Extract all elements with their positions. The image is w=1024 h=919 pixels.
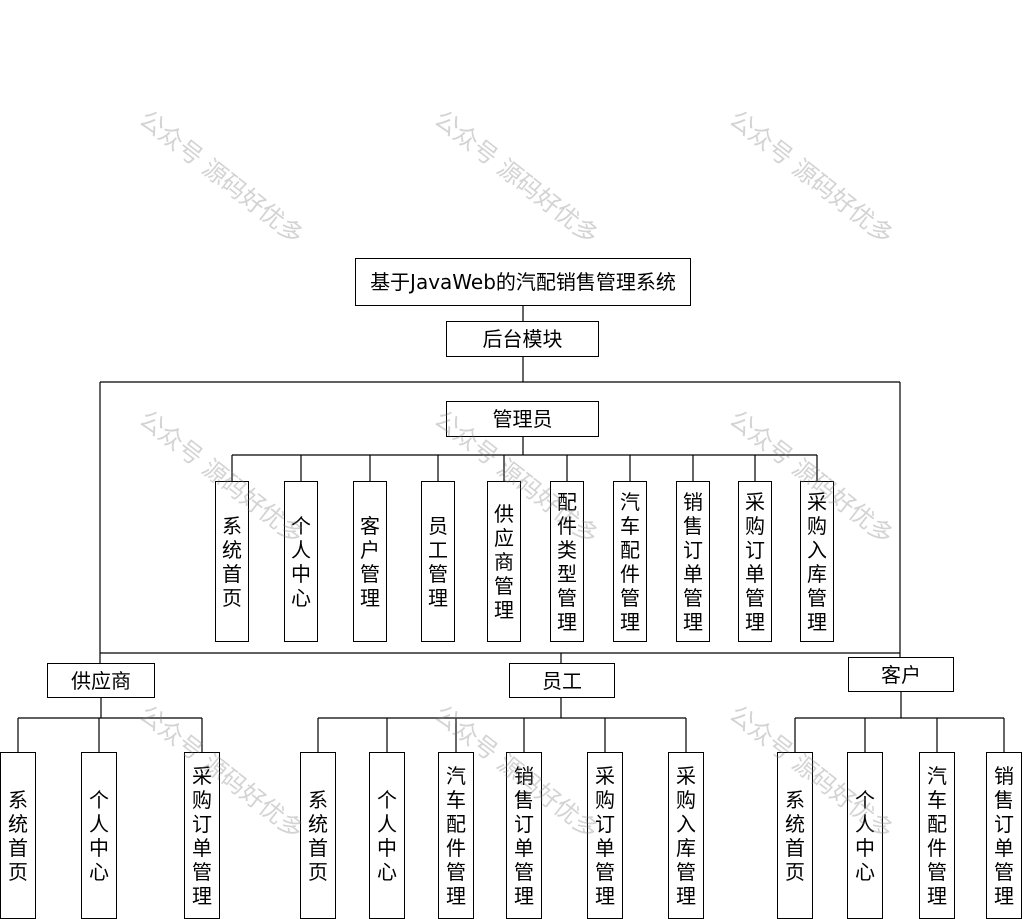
admin-item-1: 系统首页	[215, 481, 249, 642]
supplier-item-3: 采购订单管理	[184, 752, 220, 919]
admin-item-10: 采购入库管理	[800, 481, 834, 642]
admin-item-2: 个人中心	[284, 481, 318, 642]
supplier-item-2: 个人中心	[81, 752, 117, 919]
admin-item-5: 供应商管理	[487, 481, 521, 642]
customer-item-4: 销售订单管理	[986, 752, 1022, 919]
admin-item-3: 客户管理	[353, 481, 387, 642]
admin-item-6: 配件类型管理	[550, 481, 584, 642]
employee-item-4: 销售订单管理	[506, 752, 542, 919]
admin-item-9: 采购订单管理	[738, 481, 772, 642]
employee-node: 员工	[509, 663, 615, 698]
admin-node: 管理员	[446, 401, 599, 437]
customer-item-3: 汽车配件管理	[919, 752, 955, 919]
module-node: 后台模块	[446, 321, 599, 357]
employee-item-1: 系统首页	[300, 752, 336, 919]
admin-item-4: 员工管理	[421, 481, 455, 642]
employee-item-3: 汽车配件管理	[438, 752, 474, 919]
admin-item-8: 销售订单管理	[676, 481, 710, 642]
supplier-node: 供应商	[47, 663, 155, 698]
customer-item-1: 系统首页	[777, 752, 813, 919]
employee-item-6: 采购入库管理	[668, 752, 704, 919]
customer-item-2: 个人中心	[847, 752, 883, 919]
supplier-item-1: 系统首页	[0, 752, 36, 919]
admin-item-7: 汽车配件管理	[613, 481, 647, 642]
customer-node: 客户	[848, 657, 954, 692]
root-node: 基于JavaWeb的汽配销售管理系统	[355, 258, 691, 306]
employee-item-5: 采购订单管理	[587, 752, 623, 919]
employee-item-2: 个人中心	[369, 752, 405, 919]
